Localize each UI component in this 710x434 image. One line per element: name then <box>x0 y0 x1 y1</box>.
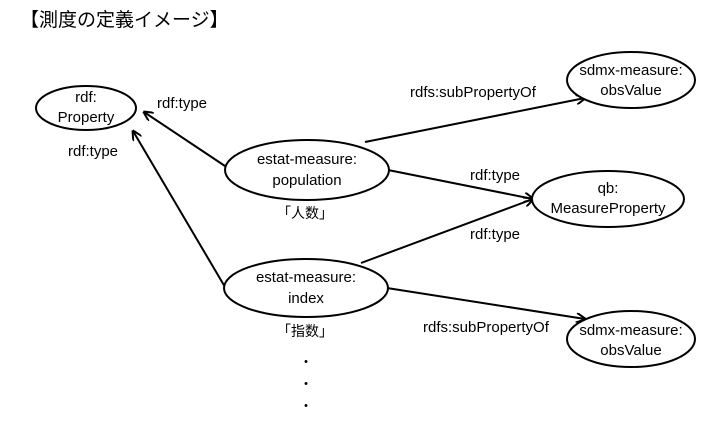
node-sdmx-obsvalue-bottom: sdmx-measure: obsValue <box>566 310 696 368</box>
edge-label-population-measureproperty: rdf:type <box>470 167 520 184</box>
node-index-line1: estat-measure: <box>256 269 356 286</box>
continuation-dot-3: ・ <box>299 399 313 415</box>
edge-index-to-property <box>133 131 226 288</box>
caption-population: 「人数」 <box>277 206 333 222</box>
edge-label-population-rdf-type: rdf:type <box>157 95 207 112</box>
node-population-line2: population <box>272 172 341 189</box>
node-sdmx-obsvalue-top: sdmx-measure: obsValue <box>566 51 696 109</box>
node-estat-measure-index: estat-measure: index <box>223 258 389 318</box>
continuation-dot-1: ・ <box>299 355 313 371</box>
diagram-title: 【測度の定義イメージ】 <box>20 9 229 31</box>
node-rdf-property-line1: rdf: <box>75 89 97 106</box>
edge-label-population-subpropertyof: rdfs:subPropertyOf <box>410 84 537 101</box>
edge-population-to-property <box>144 112 229 169</box>
node-index-line2: index <box>288 290 324 307</box>
caption-index: 「指数」 <box>277 324 333 340</box>
edge-population-to-obsvalue <box>364 98 585 143</box>
node-estat-measure-population: estat-measure: population <box>224 139 390 201</box>
node-obsvalue-top-line2: obsValue <box>600 82 661 99</box>
edge-index-to-obsvalue <box>386 287 585 319</box>
edge-index-to-measureproperty <box>360 199 533 264</box>
node-qb-measureproperty: qb: MeasureProperty <box>531 170 685 228</box>
node-obsvalue-bottom-line2: obsValue <box>600 342 661 359</box>
continuation-dot-2: ・ <box>299 377 313 393</box>
edge-population-to-measureproperty <box>387 169 533 199</box>
node-rdf-property-line2: Property <box>58 109 115 126</box>
node-population-line1: estat-measure: <box>257 151 357 168</box>
edge-label-index-measureproperty: rdf:type <box>470 226 520 243</box>
node-measureproperty-line1: qb: <box>598 180 619 197</box>
edge-label-index-rdf-type: rdf:type <box>68 143 118 160</box>
node-obsvalue-top-line1: sdmx-measure: <box>579 62 682 79</box>
node-rdf-property: rdf: Property <box>35 85 137 131</box>
edge-label-index-subpropertyof: rdfs:subPropertyOf <box>423 319 550 336</box>
node-measureproperty-line2: MeasureProperty <box>550 200 666 217</box>
node-obsvalue-bottom-line1: sdmx-measure: <box>579 322 682 339</box>
